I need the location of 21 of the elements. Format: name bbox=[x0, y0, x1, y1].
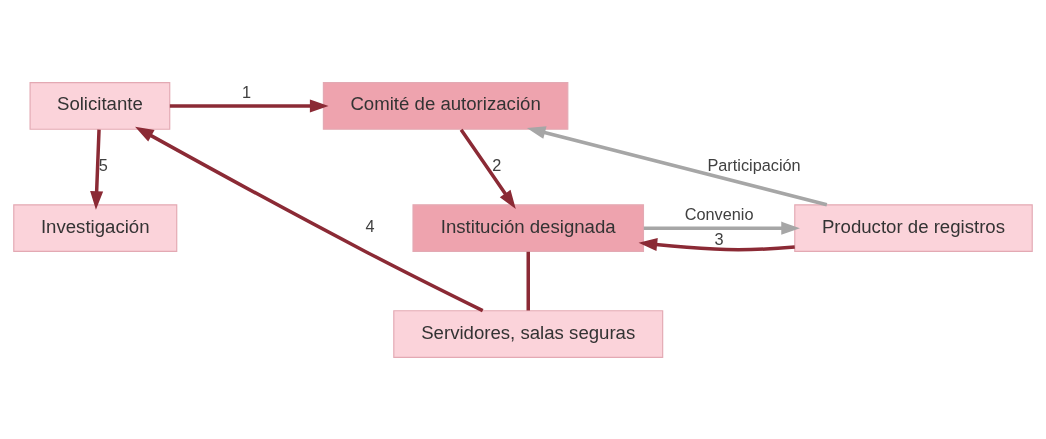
edge-label: 1 bbox=[242, 82, 252, 101]
edge-label: Convenio bbox=[684, 204, 754, 223]
node-box: Investigación bbox=[13, 203, 178, 252]
arrow bbox=[526, 125, 828, 206]
edge-label: 4 bbox=[365, 216, 375, 235]
node-box: Solicitante bbox=[29, 81, 171, 130]
arrow bbox=[643, 221, 800, 235]
arrow bbox=[90, 129, 104, 210]
edge-label: 5 bbox=[98, 155, 108, 174]
arrow bbox=[135, 126, 484, 312]
edge-label: 3 bbox=[714, 229, 724, 248]
arrow bbox=[638, 237, 795, 251]
node-box: Servidores, salas seguras bbox=[393, 309, 664, 358]
connector bbox=[526, 251, 530, 310]
node-box: Productor de registros bbox=[794, 203, 1033, 252]
edge-label: 2 bbox=[492, 155, 502, 174]
arrow bbox=[459, 128, 516, 209]
node-box: Comité de autorización bbox=[322, 81, 569, 130]
node-box: Institución designada bbox=[412, 203, 645, 252]
edge-label: Participación bbox=[707, 155, 801, 174]
arrow bbox=[169, 98, 329, 112]
